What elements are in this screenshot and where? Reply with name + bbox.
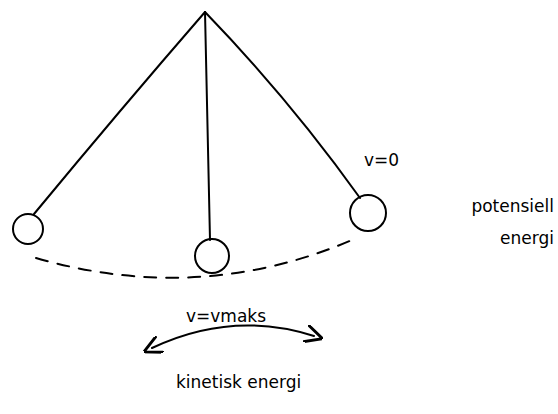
energy-label: kinetisk energi — [176, 372, 301, 393]
pendulum-bob — [350, 195, 386, 231]
pendulum-string — [34, 12, 205, 214]
pendulum-string — [205, 12, 210, 240]
energy-label: potensiell energi — [426, 190, 554, 255]
swing-path — [36, 240, 352, 278]
pendulum-bob — [13, 214, 43, 244]
pendulum-bob — [195, 239, 229, 273]
speed-label: v=0 — [364, 150, 399, 171]
swing-arrow — [152, 325, 314, 348]
speed-label: v=vmaks — [186, 306, 266, 327]
pendulum-string — [205, 12, 360, 198]
